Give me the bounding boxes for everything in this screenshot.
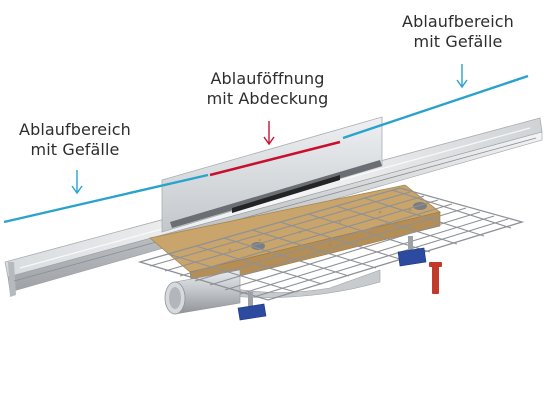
wire-grid [137, 187, 525, 301]
insulation-block [149, 184, 441, 289]
arrow-down-icon [263, 121, 275, 146]
anchor-bolt [429, 262, 442, 294]
label-slope-right: Ablaufbereich mit Gefälle [376, 12, 540, 52]
arrow-down-icon [71, 170, 83, 195]
label-opening: Ablauföffnung mit Abdeckung [180, 69, 355, 109]
label-slope-left-line1: Ablaufbereich [19, 120, 131, 139]
slope-line-right [342, 74, 529, 140]
label-slope-right-line1: Ablaufbereich [402, 12, 514, 31]
label-slope-left-line2: mit Gefälle [30, 140, 120, 159]
support-foot-left [237, 292, 267, 321]
label-opening-line1: Ablauföffnung [210, 69, 325, 88]
label-slope-right-line2: mit Gefälle [413, 32, 503, 51]
support-feet [237, 236, 427, 321]
support-foot-right [397, 236, 427, 267]
arrow-down-icon [456, 64, 468, 89]
opening-line [209, 140, 341, 177]
slope-line-left [3, 173, 209, 224]
annotation-lines [3, 74, 529, 224]
label-opening-line2: mit Abdeckung [206, 89, 329, 108]
label-slope-left: Ablaufbereich mit Gefälle [0, 120, 150, 160]
